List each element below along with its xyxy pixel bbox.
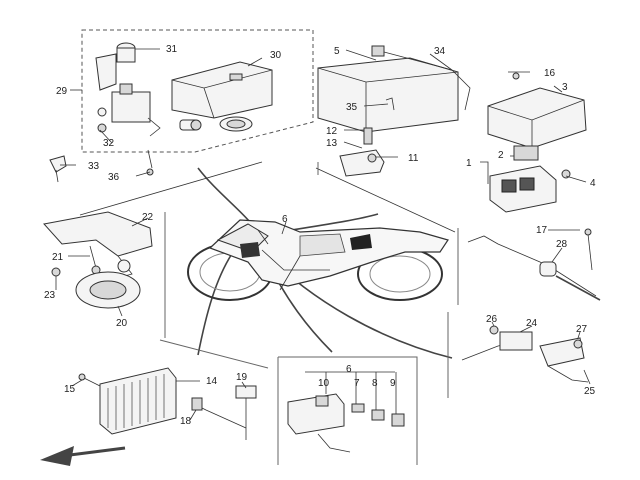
callout-8: 8	[372, 378, 378, 389]
sidestand-switch	[461, 325, 589, 383]
callout-26: 26	[486, 314, 498, 325]
fuse-pieces	[339, 127, 385, 177]
callout-11: 11	[408, 153, 419, 164]
callout-4: 4	[590, 178, 596, 189]
callout-27: 27	[576, 324, 588, 335]
callout-3: 3	[562, 82, 568, 93]
callout-15: 15	[64, 384, 76, 395]
sensor-18-19	[191, 385, 257, 440]
callout-leaders	[55, 48, 591, 421]
callout-18: 18	[180, 416, 192, 427]
horn-assembly	[43, 211, 153, 309]
starter-relay	[489, 145, 571, 213]
rectifier-regulator	[78, 367, 177, 435]
callout-13: 13	[326, 138, 338, 149]
callout-23: 23	[44, 290, 56, 301]
ecu-unit	[171, 61, 273, 119]
callout-7: 7	[354, 378, 360, 389]
callout-21: 21	[52, 252, 64, 263]
battery-cover	[487, 87, 587, 149]
fuse-box	[287, 393, 405, 453]
callout-25: 25	[584, 386, 596, 397]
callout-6: 6	[282, 214, 288, 225]
callout-20: 20	[116, 318, 128, 329]
callout-22: 22	[142, 212, 154, 223]
group-brackets	[159, 162, 459, 465]
callout-10: 10	[318, 378, 330, 389]
callout-2: 2	[498, 150, 504, 161]
callout-9: 9	[390, 378, 396, 389]
motorcycle-illustration	[187, 219, 449, 301]
callout-30: 30	[270, 50, 282, 61]
callout-17: 17	[536, 225, 548, 236]
callout-6-fusebox: 6	[346, 364, 352, 375]
callout-12: 12	[326, 126, 338, 137]
main-switch-assembly	[95, 42, 161, 137]
callout-28: 28	[556, 239, 568, 250]
callout-34: 34	[434, 46, 446, 57]
callout-32: 32	[103, 138, 115, 149]
callout-29: 29	[56, 86, 68, 97]
front-direction-arrow-icon	[40, 446, 126, 466]
callout-5: 5	[334, 46, 340, 57]
callout-14: 14	[206, 376, 218, 387]
callout-1: 1	[466, 158, 472, 169]
ecu-ignition-group	[81, 29, 314, 153]
callout-labels: 31 30 29 32 33 36 5 34 16 3 35 12 13 11 …	[44, 44, 596, 427]
battery	[317, 45, 520, 133]
callout-33: 33	[88, 161, 100, 172]
key-part	[49, 155, 67, 183]
callout-24: 24	[526, 318, 538, 329]
small-parts-cluster	[146, 116, 253, 176]
sensor-lead-assembly	[467, 228, 601, 301]
callout-16: 16	[544, 68, 556, 79]
callout-36: 36	[108, 172, 120, 183]
callout-19: 19	[236, 372, 248, 383]
callout-31: 31	[166, 44, 178, 55]
callout-35: 35	[346, 102, 358, 113]
